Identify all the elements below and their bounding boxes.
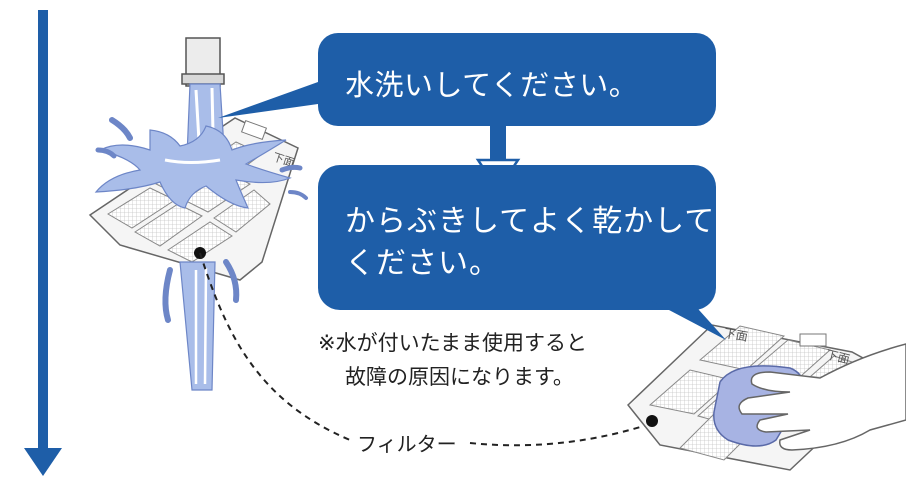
dry-instruction-line2: ください。 [345,246,500,281]
dry-instruction-line1: からぶきしてよく乾かして [345,204,716,239]
wash-instruction: 水洗いしてください。 [345,68,639,102]
hand-icon [738,343,906,451]
leader-line-left [199,252,351,441]
caution-note-line1: ※水が付いたまま使用すると [318,331,587,355]
leader-line-right [469,423,651,447]
flow-arrow-icon [24,10,62,476]
water-splash-icon [94,83,308,391]
speech-bubble-bottom [318,165,726,340]
caution-note-line2: 故障の原因になります。 [345,365,574,389]
svg-text:下面: 下面 [271,150,296,169]
faucet-icon [181,37,225,87]
filter-label: フィルター [355,428,459,457]
speech-bubble-top [218,33,716,126]
filter-marker-right [646,415,658,427]
